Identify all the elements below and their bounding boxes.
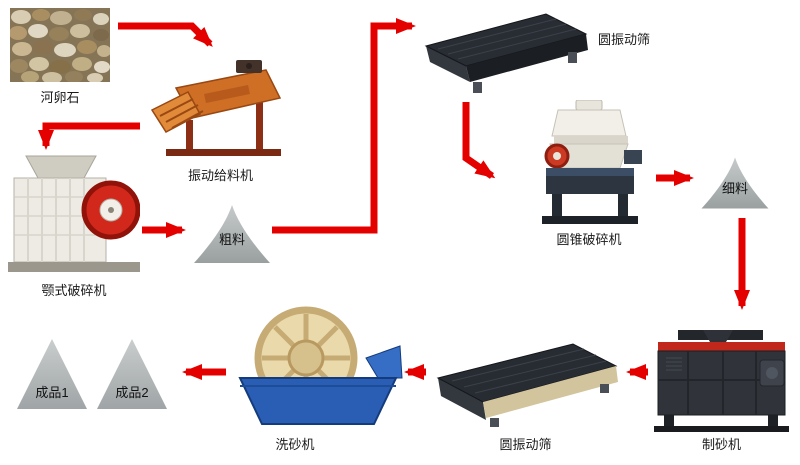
fine-material-label: 细料	[721, 181, 748, 196]
arrow-coarse-material-to-top-screen	[272, 18, 416, 234]
arrow-top-screen-to-cone-crusher	[462, 102, 496, 179]
product-1-label: 成品1	[35, 385, 69, 400]
sand-washer-node	[228, 306, 405, 431]
jaw-crusher-label: 颚式破碎机	[41, 283, 107, 298]
pebbles-label: 河卵石	[40, 90, 80, 105]
jaw-crusher-node	[8, 152, 140, 280]
sand-maker-label: 制砂机	[701, 437, 741, 452]
product-2-node: 成品2	[94, 336, 170, 412]
product-pile-triangle	[97, 339, 167, 409]
sand-maker-node	[648, 330, 795, 432]
coarse-material-label: 粗料	[218, 232, 245, 247]
circular-vibrating-screen-illustration	[424, 13, 588, 93]
bottom-screen-label: 圆振动筛	[499, 437, 552, 452]
river-pebbles-node	[10, 8, 110, 82]
cone-crusher-label: 圆锥破碎机	[556, 232, 622, 247]
coarse-material-cone	[194, 205, 270, 263]
circular-vibrating-screen-illustration	[436, 343, 618, 427]
cone-crusher-illustration	[542, 100, 642, 224]
arrow-feeder-to-jaw-crusher	[38, 122, 140, 150]
cone-crusher-node	[524, 100, 654, 228]
sand-washer-label: 洗砂机	[275, 437, 315, 452]
top-screen-label: 圆振动筛	[598, 32, 651, 47]
fine-material-node: 细料	[698, 152, 772, 214]
river-pebbles-image	[10, 8, 110, 82]
product-1-node: 成品1	[14, 336, 90, 412]
feeder-label: 振动给料机	[187, 168, 253, 183]
sand-maker-illustration	[654, 330, 789, 432]
fine-material-cone	[701, 157, 769, 209]
product-pile-triangle	[17, 339, 87, 409]
sand-washer-illustration	[238, 306, 403, 425]
top-screen-node	[418, 8, 593, 98]
vibrating-feeder-node	[148, 58, 293, 163]
product-2-label: 成品2	[115, 385, 149, 400]
bottom-screen-node	[428, 336, 623, 428]
jaw-crusher-illustration	[8, 155, 140, 272]
arrow-pebbles-to-feeder	[118, 22, 213, 47]
vibrating-feeder-illustration	[150, 60, 282, 156]
coarse-material-node: 粗料	[190, 203, 274, 265]
